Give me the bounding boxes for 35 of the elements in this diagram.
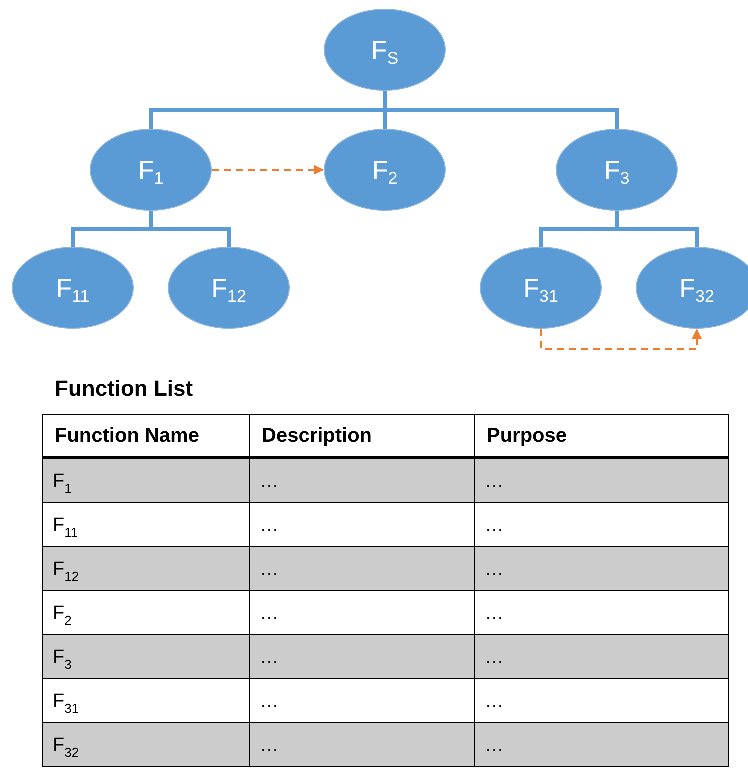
table-cell: … (250, 591, 475, 635)
dashed-arrow (212, 165, 324, 175)
table-cell: … (250, 503, 475, 547)
function-label: F$_{S}$ (371, 34, 399, 66)
table-cell: F$_{11}$ (43, 503, 250, 547)
table-cell: … (475, 459, 729, 503)
table-cell: … (475, 635, 729, 679)
table-cell: … (250, 459, 475, 503)
function-label: F$_{1}$ (138, 154, 164, 186)
header-cell: Purpose (475, 415, 729, 459)
table-cell: … (250, 635, 475, 679)
table-cell: … (250, 679, 475, 723)
table-cell: … (475, 723, 729, 767)
table-cell: … (475, 503, 729, 547)
function-label: F$_{32}$ (680, 272, 714, 304)
table-cell: … (475, 679, 729, 723)
table-cell: … (475, 591, 729, 635)
table-cell: F$_{32}$ (43, 723, 250, 767)
table-cell: … (250, 547, 475, 591)
table-cell: F$_{2}$ (43, 591, 250, 635)
function-label: F$_{3}$ (604, 154, 630, 186)
function-label: F$_{12}$ (212, 272, 246, 304)
table-cell: … (475, 547, 729, 591)
function-label: F$_{2}$ (372, 154, 398, 186)
table-cell: … (250, 723, 475, 767)
header-cell: Description (250, 415, 475, 459)
function-label: F$_{31}$ (524, 272, 558, 304)
table-title: Function List (55, 376, 194, 402)
table-cell: F$_{3}$ (43, 635, 250, 679)
table-cell: F$_{1}$ (43, 459, 250, 503)
header-cell: Function Name (43, 415, 250, 459)
function-label: F$_{11}$ (56, 272, 90, 304)
dashed-arrow (540, 329, 702, 350)
table-cell: F$_{12}$ (43, 547, 250, 591)
table-cell: F$_{31}$ (43, 679, 250, 723)
